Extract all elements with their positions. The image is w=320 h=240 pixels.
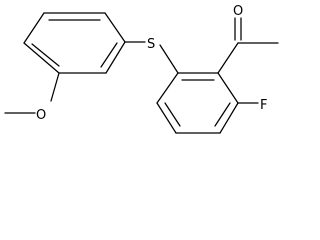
acetyl-group: O — [217, 4, 279, 74]
methoxyphenyl-ring — [23, 12, 126, 74]
methoxy-oxygen-label: O — [36, 108, 46, 123]
bond — [219, 102, 239, 134]
bond — [156, 72, 179, 104]
bond — [217, 42, 239, 74]
fluorophenyl-ring — [156, 72, 239, 134]
bond — [23, 42, 60, 74]
chemical-structure-diagram: O S F O — [4, 4, 279, 134]
methoxy-group: O — [4, 72, 60, 123]
double-bond-inner — [100, 42, 118, 68]
bond — [159, 44, 179, 74]
double-bond-inner — [214, 102, 231, 127]
bond — [105, 41, 126, 74]
bond — [50, 72, 60, 102]
double-bond-inner — [164, 102, 181, 127]
bond — [23, 12, 45, 44]
thioether-bridge: S — [124, 37, 179, 74]
fluorine-label: F — [260, 98, 267, 113]
sulfur-label: S — [147, 37, 155, 52]
carbonyl-oxygen-label: O — [233, 4, 243, 19]
bond — [217, 72, 239, 104]
bond — [156, 102, 177, 134]
bond — [104, 12, 126, 43]
double-bond-inner — [31, 43, 60, 67]
fluorine-substituent: F — [237, 98, 267, 113]
